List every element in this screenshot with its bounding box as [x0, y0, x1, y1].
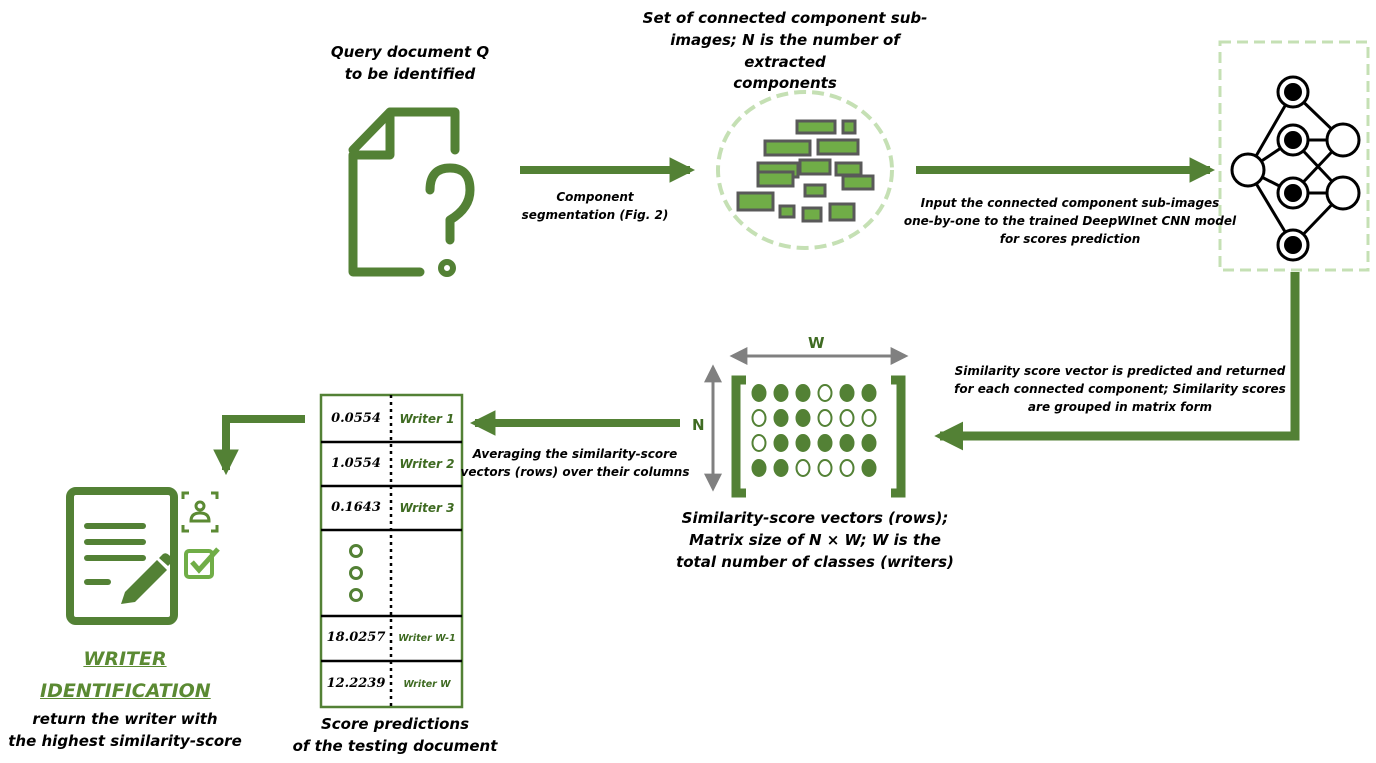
writer-title: WRITER — [83, 648, 167, 670]
query-document-label: Query document Q to be identified — [330, 43, 490, 83]
matrix-cell — [861, 409, 877, 427]
checkbox-icon — [184, 547, 220, 579]
components-cluster-icon — [716, 90, 894, 250]
arrow-to-writer-id — [213, 415, 305, 476]
similarity-vector-label: Similarity score vector is predicted and… — [954, 364, 1286, 414]
matrix-cell — [751, 384, 767, 402]
matrix-cell — [839, 409, 855, 427]
matrix-cell — [773, 434, 789, 452]
averaging-label: Averaging the similarity-score vectors (… — [460, 447, 690, 479]
writer-id-description: return the writer with the highest simil… — [8, 710, 242, 750]
writer-label: Writer W — [403, 679, 451, 690]
score-value: 1.0554 — [331, 456, 381, 471]
input-cnn-label: Input the connected component sub-images… — [903, 196, 1237, 246]
matrix-cell — [839, 459, 855, 477]
score-caption: Score predictions of the testing documen… — [292, 715, 498, 755]
ellipsis-dots — [349, 544, 363, 602]
matrix-cell — [817, 384, 833, 402]
document-question-icon — [348, 107, 475, 277]
writer-document-pen-icon — [66, 487, 178, 625]
matrix-brackets — [731, 375, 906, 498]
writer-label: Writer 2 — [399, 457, 455, 471]
matrix-cell — [861, 434, 877, 452]
matrix-cell — [795, 384, 811, 402]
arrow-to-matrix — [934, 272, 1300, 451]
matrix-cell — [773, 409, 789, 427]
score-value: 18.0257 — [326, 630, 386, 645]
matrix-caption: Similarity-score vectors (rows); Matrix … — [676, 509, 954, 571]
score-value: 0.0554 — [331, 411, 381, 426]
writer-label: Writer W-1 — [398, 633, 456, 644]
matrix-cell — [795, 409, 811, 427]
matrix-cell — [795, 459, 811, 477]
matrix-cell — [773, 459, 789, 477]
axis-n-label: N — [692, 416, 705, 434]
score-value: 0.1643 — [331, 500, 381, 515]
segmentation-label: Component segmentation (Fig. 2) — [521, 190, 669, 222]
matrix-cell — [817, 459, 833, 477]
matrix-cell — [861, 459, 877, 477]
writer-label: Writer 3 — [399, 501, 455, 515]
neural-network-icon — [1218, 40, 1370, 272]
matrix-cell — [773, 384, 789, 402]
similarity-matrix — [751, 384, 877, 477]
component-set-label: Set of connected component sub- images; … — [642, 9, 928, 93]
score-value: 12.2239 — [326, 676, 386, 691]
score-table — [319, 393, 464, 709]
identification-title: IDENTIFICATION — [40, 680, 211, 702]
matrix-cell — [751, 459, 767, 477]
matrix-cell — [839, 434, 855, 452]
matrix-cell — [861, 384, 877, 402]
axis-w-label: W — [808, 334, 825, 352]
writer-label: Writer 1 — [399, 412, 455, 426]
matrix-cell — [817, 409, 833, 427]
matrix-cell — [817, 434, 833, 452]
matrix-cell — [795, 434, 811, 452]
matrix-cell — [751, 434, 767, 452]
matrix-cell — [839, 384, 855, 402]
matrix-cell — [751, 409, 767, 427]
scan-user-icon — [181, 491, 219, 533]
